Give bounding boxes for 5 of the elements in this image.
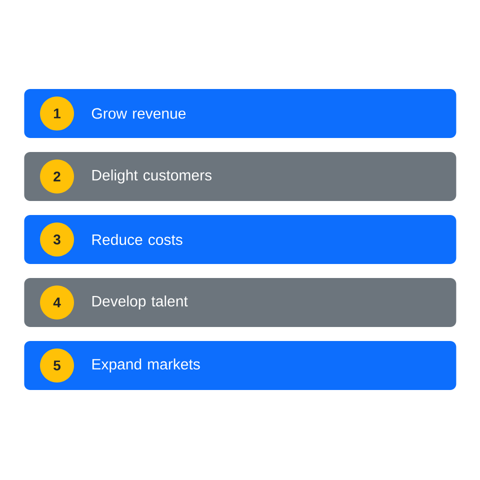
number-badge: 1	[40, 96, 74, 130]
number-badge: 2	[40, 160, 74, 194]
number-badge: 4	[40, 286, 74, 320]
number-badge: 3	[40, 222, 74, 256]
number-badge: 5	[40, 348, 74, 382]
